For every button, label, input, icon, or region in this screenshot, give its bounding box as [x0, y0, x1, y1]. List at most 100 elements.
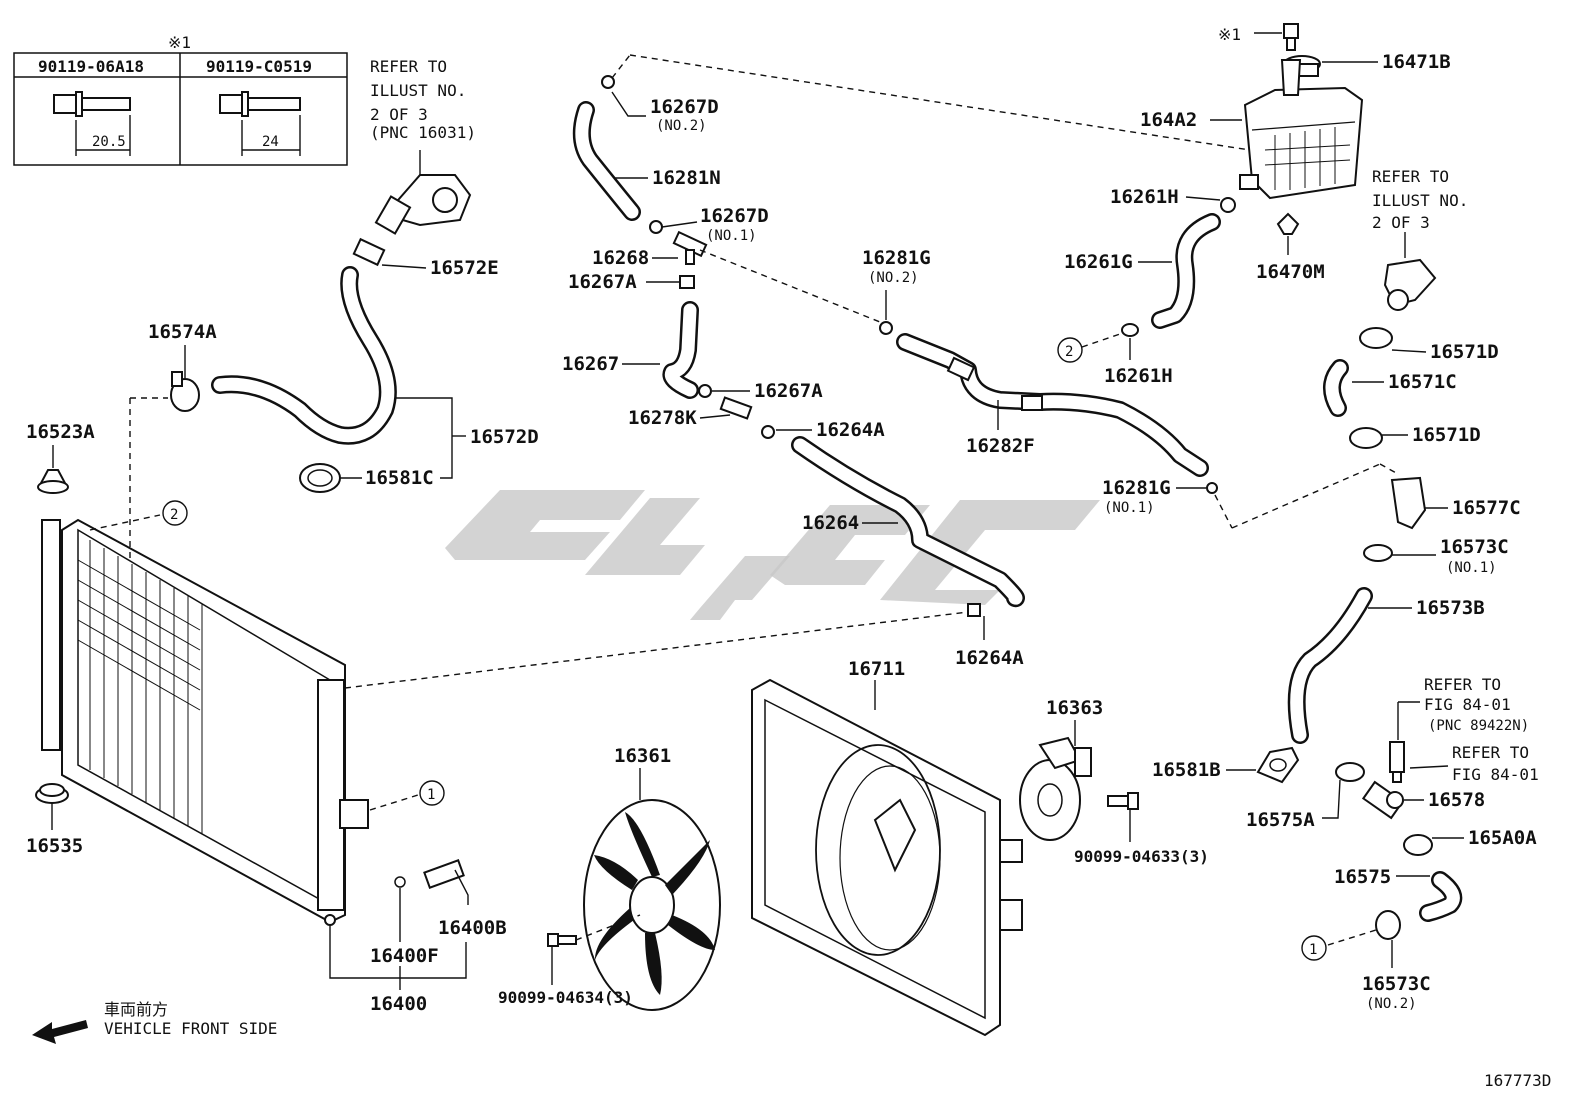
- bolt-note-mark: ※1: [1218, 25, 1241, 44]
- label-16281G-no1-sub: (NO.1): [1104, 500, 1155, 516]
- oring-16400f-icon: [394, 876, 406, 888]
- label-16282F: 16282F: [966, 435, 1035, 457]
- label-16470M: 16470M: [1256, 261, 1325, 283]
- svg-text:REFER TO: REFER TO: [1452, 743, 1529, 762]
- label-16573B: 16573B: [1416, 597, 1485, 619]
- clamp-16573c-no2-icon: [1375, 910, 1401, 940]
- radiator-assembly-icon: [41, 518, 369, 926]
- hose-16264: [791, 436, 1025, 608]
- flange-bolt-a-icon: [53, 91, 131, 117]
- water-bypass-16578-icon: [1361, 780, 1405, 820]
- svg-text:REFER TO: REFER TO: [1372, 167, 1449, 186]
- table-col1-header: 90119-06A18: [38, 57, 144, 76]
- clamp-16264a-bottom-icon: [967, 603, 981, 617]
- label-16574A: 16574A: [148, 321, 217, 343]
- svg-text:1: 1: [1309, 942, 1317, 958]
- figure-id: 167773D: [1484, 1071, 1551, 1090]
- label-16361: 16361: [614, 745, 671, 767]
- clamp-165a0a-icon: [1403, 834, 1433, 856]
- clamp-16571d-top-icon: [1359, 327, 1393, 349]
- radiator-cushion-16523a-icon: [37, 469, 69, 494]
- clamp-16575a-icon: [1335, 762, 1365, 782]
- hose-16571c: [1323, 359, 1349, 417]
- label-16577C: 16577C: [1452, 497, 1521, 519]
- table-col2-header: 90119-C0519: [206, 57, 312, 76]
- label-16400: 16400: [370, 993, 427, 1015]
- label-16267D-no2: 16267D: [650, 96, 719, 118]
- circle-ref-2-left: 2: [162, 500, 188, 526]
- label-164A2: 164A2: [1140, 109, 1197, 131]
- bolt-note-icon: [1283, 23, 1299, 51]
- label-90099-04634: 90099-04634(3): [498, 988, 633, 1007]
- clamp-16581c-icon: [299, 463, 341, 493]
- hose-16261g: [1151, 213, 1221, 329]
- label-16281G-no2: 16281G: [862, 247, 931, 269]
- label-16278K: 16278K: [628, 407, 697, 429]
- label-16575A: 16575A: [1246, 809, 1315, 831]
- clamp-16264a-top-icon: [761, 425, 775, 439]
- refer-note-fig-84-01: REFER TO FIG 84-01: [1452, 743, 1539, 784]
- clamp-16267a-mid-icon: [698, 384, 712, 398]
- label-16581B: 16581B: [1152, 759, 1221, 781]
- flange-bolt-b-icon: [219, 91, 301, 117]
- label-16535: 16535: [26, 835, 83, 857]
- label-16267D-no1-sub: (NO.1): [706, 228, 757, 244]
- label-16471B: 16471B: [1382, 51, 1451, 73]
- svg-text:REFER TO: REFER TO: [1424, 675, 1501, 694]
- label-16261H-bottom: 16261H: [1104, 365, 1173, 387]
- clamp-16261h-top-icon: [1220, 197, 1236, 213]
- clamp-16267a-top-icon: [679, 275, 695, 289]
- front-side-en: VEHICLE FRONT SIDE: [104, 1019, 277, 1038]
- label-16267D-no2-sub: (NO.2): [656, 118, 707, 134]
- refer-note-2of3-right: REFER TO ILLUST NO. 2 OF 3: [1372, 167, 1468, 232]
- label-16573C-no1: 16573C: [1440, 536, 1509, 558]
- clamp-16281g-no2-icon: [879, 321, 893, 335]
- label-16264A-top: 16264A: [816, 419, 885, 441]
- svg-text:(PNC 89422N): (PNC 89422N): [1428, 718, 1529, 734]
- temperature-sensor-icon: [1389, 741, 1405, 783]
- water-inlet-icon: [374, 150, 472, 235]
- screw-90099-04634-icon: [547, 933, 577, 947]
- clamp-16267d-no1-icon: [649, 220, 663, 234]
- label-16267A-top: 16267A: [568, 271, 637, 293]
- front-side-jp: 車両前方: [104, 1000, 168, 1019]
- label-16572D: 16572D: [470, 426, 539, 448]
- union-16268-icon: [672, 230, 708, 265]
- svg-text:(PNC 16031): (PNC 16031): [370, 123, 476, 142]
- hose-16267: [662, 301, 699, 399]
- label-16571D-bottom: 16571D: [1412, 424, 1481, 446]
- svg-text:1: 1: [427, 787, 435, 803]
- label-16573C-no2: 16573C: [1362, 973, 1431, 995]
- fan-motor-16363-icon: [1019, 736, 1092, 841]
- label-16363: 16363: [1046, 697, 1103, 719]
- clamp-16571d-bottom-icon: [1349, 427, 1383, 449]
- reservoir-tank-164a2-icon: [1239, 59, 1364, 200]
- circle-ref-1-right: 1: [1301, 935, 1327, 961]
- label-16267A-mid: 16267A: [754, 380, 823, 402]
- label-16711: 16711: [848, 658, 905, 680]
- circle-ref-2-right: 2: [1057, 337, 1083, 363]
- svg-text:ILLUST NO.: ILLUST NO.: [1372, 191, 1468, 210]
- water-pipe-16577c-icon: [1390, 476, 1427, 530]
- clamp-16573c-no1-icon: [1363, 544, 1393, 562]
- label-16268: 16268: [592, 247, 649, 269]
- clamp-16281g-no1-icon: [1206, 482, 1218, 494]
- label-16264: 16264: [802, 512, 859, 534]
- label-16267D-no1: 16267D: [700, 205, 769, 227]
- hose-16281n: [572, 101, 641, 221]
- drain-plug-16535-icon: [35, 783, 69, 804]
- label-16281G-no1: 16281G: [1102, 477, 1171, 499]
- label-16571D-top: 16571D: [1430, 341, 1499, 363]
- svg-text:REFER TO: REFER TO: [370, 57, 447, 76]
- vehicle-front-arrow-icon: [32, 1020, 88, 1044]
- circle-ref-1-radiator: 1: [419, 780, 445, 806]
- label-16264A-bottom: 16264A: [955, 647, 1024, 669]
- clamp-16572e-icon: [352, 237, 386, 267]
- label-16261H-top: 16261H: [1110, 186, 1179, 208]
- screw-90099-04633-icon: [1107, 792, 1139, 810]
- label-90099-04633: 90099-04633(3): [1074, 847, 1209, 866]
- svg-text:FIG 84-01: FIG 84-01: [1452, 765, 1539, 784]
- fan-shroud-16711-icon: [751, 678, 1023, 1037]
- svg-text:FIG 84-01: FIG 84-01: [1424, 695, 1511, 714]
- label-16400B: 16400B: [438, 917, 507, 939]
